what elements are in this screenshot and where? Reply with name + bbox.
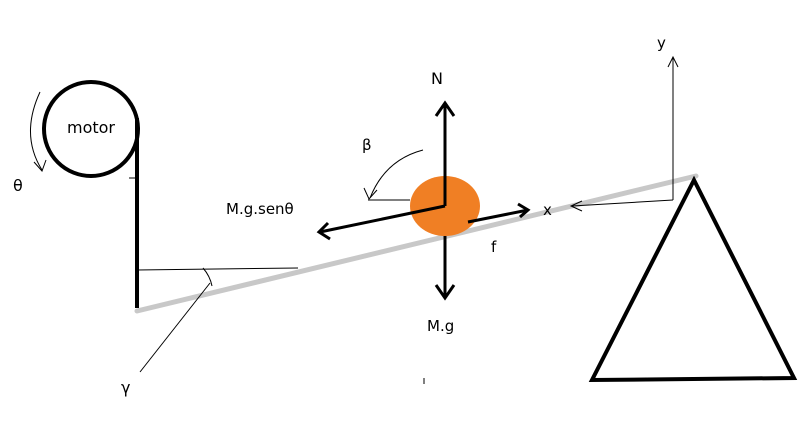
gamma-reference-line	[136, 267, 299, 271]
gamma-leader-line	[139, 282, 211, 373]
weight-component-arrowhead	[316, 221, 331, 241]
normal-force-arrowhead	[434, 100, 456, 117]
y-axis-label: y	[657, 34, 666, 52]
motor-label: motor	[67, 118, 115, 137]
gamma-label: γ	[121, 378, 130, 397]
weight-arrowhead	[434, 284, 456, 301]
x-axis-line	[571, 199, 674, 207]
normal-force-label: N	[431, 69, 443, 88]
pivot-triangle-support	[588, 175, 798, 383]
y-axis-arrowhead	[667, 55, 679, 68]
gamma-arc	[202, 267, 213, 287]
friction-arrowhead	[517, 202, 531, 219]
theta-label: θ	[13, 176, 23, 195]
beta-arc	[369, 149, 424, 199]
beam	[134, 173, 699, 314]
weight-label: M.g	[427, 317, 454, 335]
friction-arrow	[467, 208, 529, 224]
beta-label: β	[362, 136, 372, 154]
theta-arrowhead	[33, 159, 47, 172]
beta-arrowhead	[363, 187, 378, 200]
x-axis-arrowhead	[569, 200, 583, 212]
weight-component-arrow	[319, 204, 446, 234]
theta-rotation-arrow	[30, 91, 43, 171]
x-axis-label: x	[543, 201, 552, 219]
weight-component-label: M.g.senθ	[226, 200, 294, 218]
friction-label: f	[491, 238, 497, 256]
